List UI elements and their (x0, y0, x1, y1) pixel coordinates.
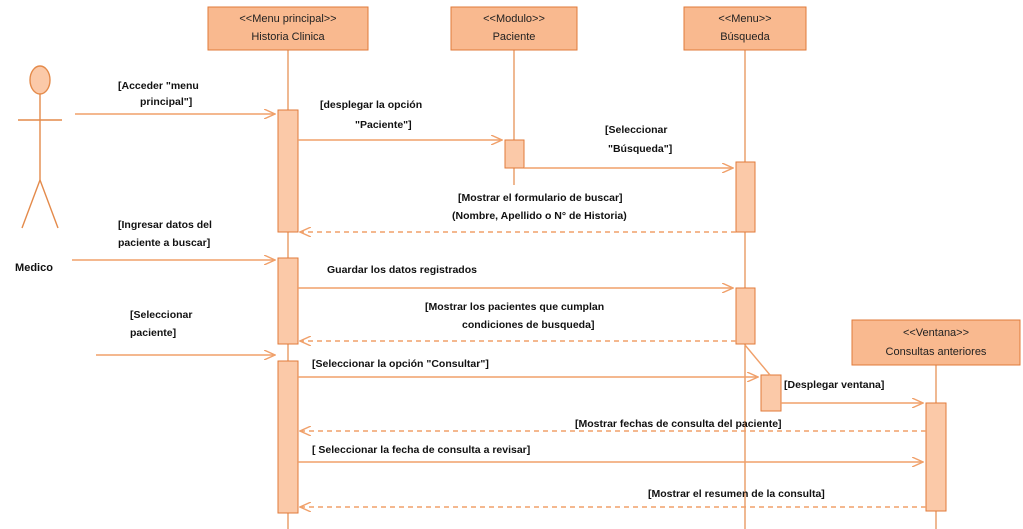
message-9: [Seleccionar la opción "Consultar"] (298, 344, 771, 377)
activation-consultas (925, 402, 947, 512)
message-12: [ Seleccionar la fecha de consulta a rev… (298, 444, 923, 462)
message-13: [Mostrar el resumen de la consulta] (300, 488, 926, 507)
message-3-line-1: [Seleccionar (605, 124, 667, 136)
activation-busqueda-3 (760, 374, 782, 412)
message-6: Guardar los datos registrados (298, 264, 733, 288)
message-12-line-1: [ Seleccionar la fecha de consulta a rev… (312, 444, 530, 456)
message-8-line-1: [Seleccionar (130, 309, 192, 321)
name-historia: Historia Clinica (251, 31, 325, 43)
lifeline-head-busqueda: <<Menu>> Búsqueda (683, 6, 807, 51)
actor-medico: Medico (15, 65, 62, 274)
lifeline-head-paciente: <<Modulo>> Paciente (450, 6, 578, 51)
activation-paciente (504, 139, 525, 169)
stereotype-historia: <<Menu principal>> (239, 13, 336, 25)
name-consultas: Consultas anteriores (886, 346, 987, 358)
message-5-line-1: [Ingresar datos del (118, 219, 212, 231)
message-10: [Desplegar ventana] (781, 379, 923, 403)
stereotype-consultas: <<Ventana>> (903, 327, 969, 339)
message-1-line-1: [Acceder "menu (118, 80, 199, 92)
message-3: [Seleccionar "Búsqueda"] (524, 124, 733, 168)
activation-historia-1 (277, 109, 299, 233)
message-5: [Ingresar datos del paciente a buscar] (72, 219, 275, 260)
message-2-line-2: "Paciente"] (355, 119, 412, 131)
message-1: [Acceder "menu principal"] (75, 80, 275, 114)
message-1-line-2: principal"] (140, 96, 192, 108)
name-busqueda: Búsqueda (720, 31, 770, 43)
message-10-line-1: [Desplegar ventana] (784, 379, 884, 391)
message-8: [Seleccionar paciente] (96, 309, 275, 355)
message-6-line-1: Guardar los datos registrados (327, 264, 477, 276)
message-2: [desplegar la opción "Paciente"] (298, 99, 502, 140)
message-2-line-1: [desplegar la opción (320, 99, 422, 111)
message-13-line-1: [Mostrar el resumen de la consulta] (648, 488, 825, 500)
message-9-line-1: [Seleccionar la opción "Consultar"] (312, 358, 489, 370)
message-4-line-2: (Nombre, Apellido o N° de Historia) (452, 210, 627, 222)
activation-historia-3 (277, 360, 299, 514)
message-11-line-1: [Mostrar fechas de consulta del paciente… (575, 418, 782, 430)
message-5-line-2: paciente a buscar] (118, 237, 210, 249)
message-4-line-1: [Mostrar el formulario de buscar] (458, 192, 623, 204)
message-4: [Mostrar el formulario de buscar] (Nombr… (300, 192, 736, 232)
lifeline-head-consultas: <<Ventana>> Consultas anteriores (851, 319, 1021, 366)
actor-label: Medico (15, 262, 53, 274)
actor-head-icon (29, 65, 51, 95)
message-7-line-2: condiciones de busqueda] (462, 319, 594, 331)
activation-busqueda-1 (735, 161, 756, 233)
name-paciente: Paciente (493, 31, 536, 43)
message-7-line-1: [Mostrar los pacientes que cumplan (425, 301, 604, 313)
message-11: [Mostrar fechas de consulta del paciente… (300, 418, 926, 431)
message-7: [Mostrar los pacientes que cumplan condi… (300, 301, 736, 341)
stereotype-busqueda: <<Menu>> (718, 13, 771, 25)
stereotype-paciente: <<Modulo>> (483, 13, 545, 25)
activation-busqueda-2 (735, 287, 756, 345)
message-8-line-2: paciente] (130, 327, 176, 339)
message-3-line-2: "Búsqueda"] (608, 143, 672, 155)
activation-historia-2 (277, 257, 299, 345)
lifeline-head-historia: <<Menu principal>> Historia Clinica (207, 6, 369, 51)
